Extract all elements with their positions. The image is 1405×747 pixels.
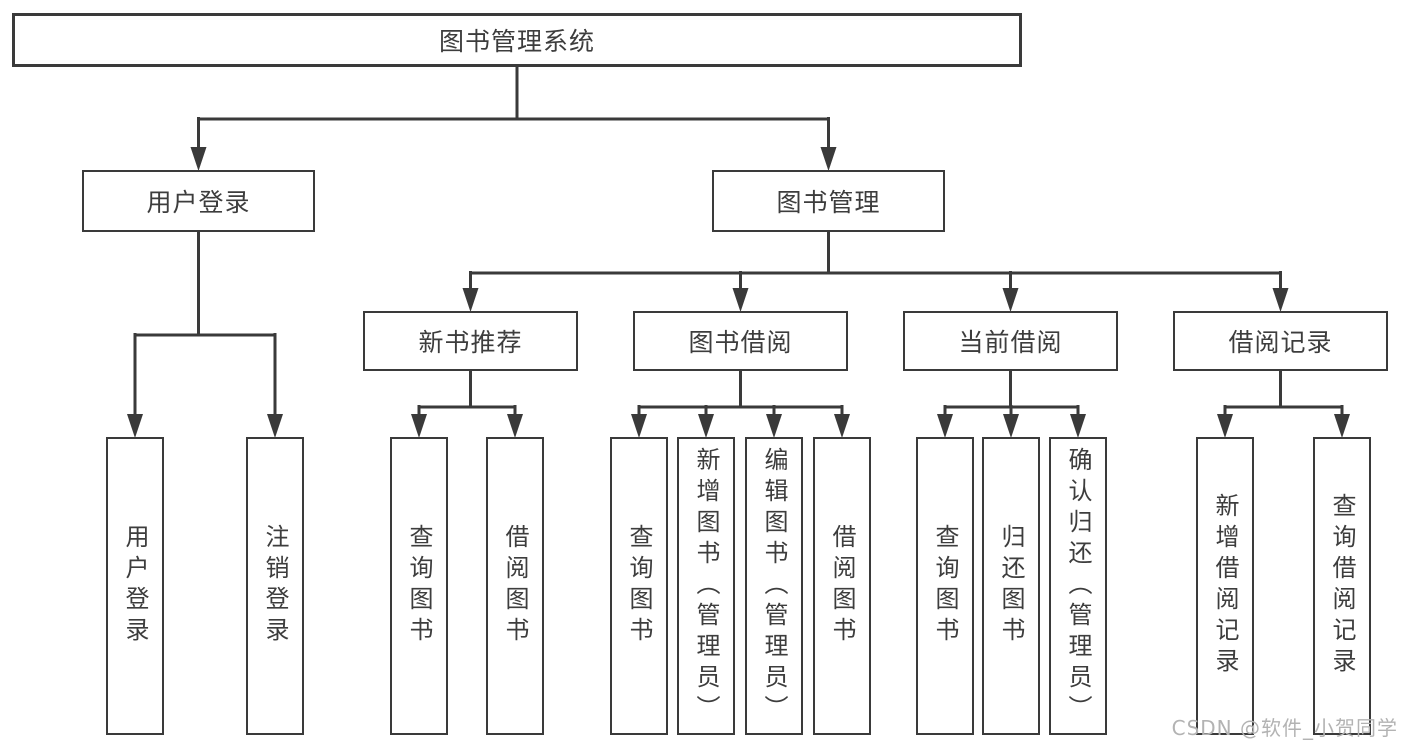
connector-user-login-children: [127, 232, 283, 438]
node-current-borrowing-label: 当前借阅: [958, 328, 1063, 357]
node-root: 图书管理系统: [12, 13, 1022, 67]
node-current-borrowing: 当前借阅: [903, 311, 1118, 371]
leaf-borrow-books-borrowing: 借阅图书: [813, 437, 871, 735]
connector-borrow-records-children: [1217, 371, 1350, 438]
leaf-return-books: 归还图书: [982, 437, 1040, 735]
leaf-user-login: 用户登录: [106, 437, 164, 735]
watermark-text: CSDN @软件_小贺同学: [1171, 716, 1398, 740]
connector-current-borrow-children: [937, 371, 1086, 438]
connector-book-borrow-children: [631, 371, 850, 438]
node-user-login: 用户登录: [82, 170, 315, 232]
node-borrowing-records-label: 借阅记录: [1228, 328, 1333, 357]
leaf-edit-book-admin: 编辑图书（管理员）: [745, 437, 803, 735]
node-book-management: 图书管理: [712, 170, 945, 232]
leaf-borrow-books-recommend: 借阅图书: [486, 437, 544, 735]
connector-book-mgmt-children: [462, 232, 1289, 312]
leaf-query-books-current: 查询图书: [916, 437, 974, 735]
leaf-query-books-recommend: 查询图书: [390, 437, 448, 735]
connector-root-to-level2: [190, 67, 837, 171]
node-new-book-recommend: 新书推荐: [363, 311, 578, 371]
node-book-borrowing-label: 图书借阅: [688, 328, 793, 357]
node-book-borrowing: 图书借阅: [633, 311, 848, 371]
leaf-logout-login: 注销登录: [246, 437, 304, 735]
leaf-query-books-borrowing: 查询图书: [610, 437, 668, 735]
connector-new-book-children: [411, 371, 523, 438]
leaf-query-borrow-record: 查询借阅记录: [1313, 437, 1371, 735]
node-root-label: 图书管理系统: [438, 27, 595, 56]
node-user-login-label: 用户登录: [146, 188, 251, 217]
leaf-confirm-return-admin: 确认归还（管理员）: [1049, 437, 1107, 735]
leaf-add-book-admin: 新增图书（管理员）: [677, 437, 735, 735]
node-new-book-recommend-label: 新书推荐: [418, 328, 523, 357]
node-book-management-label: 图书管理: [776, 188, 881, 217]
node-borrowing-records: 借阅记录: [1173, 311, 1388, 371]
leaf-add-borrow-record: 新增借阅记录: [1196, 437, 1254, 735]
